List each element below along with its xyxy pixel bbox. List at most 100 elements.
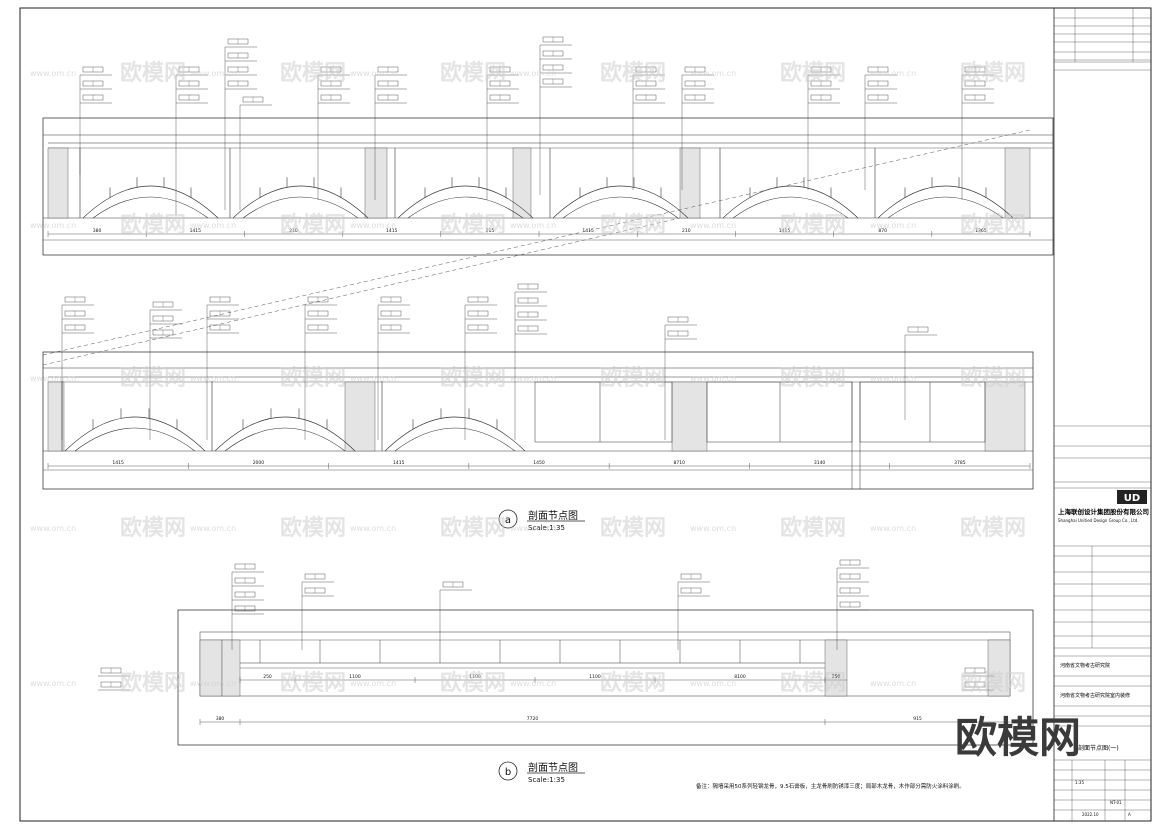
caption-b-letter: b xyxy=(505,767,511,778)
arch-group xyxy=(79,148,1014,219)
sheet-border xyxy=(19,7,1152,822)
watermark-url: www.om.cn xyxy=(510,69,556,78)
watermark-url: www.om.cn xyxy=(30,374,76,383)
watermark-brand: 欧模网 xyxy=(440,365,506,391)
watermark-url: www.om.cn xyxy=(350,524,396,533)
arch xyxy=(397,185,534,219)
dimension-value: 2000 xyxy=(253,460,265,466)
caption-a-scale: Scale:1:35 xyxy=(528,524,565,532)
dimension-value: 1415 xyxy=(393,460,405,466)
watermark-brand: 欧模网 xyxy=(960,60,1026,86)
watermark-brand: 欧模网 xyxy=(280,60,346,86)
watermark-brand: 欧模网 xyxy=(780,670,846,696)
watermark-brand: 欧模网 xyxy=(960,515,1026,541)
arch-inner xyxy=(74,427,196,452)
dimension-value: 1365 xyxy=(975,228,987,234)
dimension-value: 215 xyxy=(486,228,495,234)
watermark-url: www.om.cn xyxy=(510,679,556,688)
watermark-url: www.om.cn xyxy=(510,221,556,230)
dimension-value: 1415 xyxy=(190,228,202,234)
company-name-cn: 上海联创设计集团股份有限公司 xyxy=(1058,507,1149,516)
watermark-brand: 欧模网 xyxy=(120,515,186,541)
break-line xyxy=(42,129,1031,356)
arch-inner xyxy=(242,196,359,219)
dimension-value: 1415 xyxy=(779,228,791,234)
watermark-url: www.om.cn xyxy=(870,679,916,688)
watermark-brand: 欧模网 xyxy=(280,670,346,696)
dimension-value: 1100 xyxy=(589,674,601,680)
watermark-url: www.om.cn xyxy=(510,374,556,383)
watermark-url: www.om.cn xyxy=(870,221,916,230)
watermark-brand: 欧模网 xyxy=(440,212,506,238)
watermark-brand: 欧模网 xyxy=(280,515,346,541)
watermark-url: www.om.cn xyxy=(30,221,76,230)
break-line xyxy=(42,217,681,366)
watermark-url: www.om.cn xyxy=(690,374,736,383)
company-name-en: Shanghai Unitied Design Group Co., Ltd. xyxy=(1058,518,1139,523)
dimension-value: 250 xyxy=(832,674,841,680)
leader-labels xyxy=(79,36,994,215)
watermark-brand: 欧模网 xyxy=(440,670,506,696)
tb-rev: A xyxy=(1128,812,1131,817)
watermark-url: www.om.cn xyxy=(870,69,916,78)
arch-inner xyxy=(92,196,209,219)
arch-inner xyxy=(562,196,679,219)
watermark-url: www.om.cn xyxy=(350,679,396,688)
watermark-url: www.om.cn xyxy=(190,69,236,78)
watermark-url: www.om.cn xyxy=(190,221,236,230)
arch xyxy=(552,185,689,219)
arch xyxy=(877,185,1014,219)
arch xyxy=(232,185,369,219)
dimension-value: 3785 xyxy=(954,460,966,466)
watermark-url: www.om.cn xyxy=(690,221,736,230)
arch xyxy=(384,416,526,452)
watermark-brand: 欧模网 xyxy=(780,212,846,238)
dimension-value: 870 xyxy=(878,228,887,234)
watermark-url: www.om.cn xyxy=(30,69,76,78)
watermark-large: 欧模网 xyxy=(955,713,1081,762)
general-note: 备注：隔墙采用50系列轻钢龙骨，9.5石膏板，主龙骨刷防锈漆三度；局部木龙骨，木… xyxy=(696,782,965,790)
caption-b-scale: Scale:1:35 xyxy=(528,776,565,784)
sheet-name: 剖面节点图(一) xyxy=(1078,744,1119,752)
leader-labels xyxy=(98,559,994,691)
watermark-brand: 欧模网 xyxy=(440,60,506,86)
wall-hatch xyxy=(47,147,1031,219)
watermark-url: www.om.cn xyxy=(350,374,396,383)
watermark-brand: 欧模网 xyxy=(960,212,1026,238)
watermark-brand: 欧模网 xyxy=(600,670,666,696)
dimension-value: 1415 xyxy=(582,228,594,234)
caption-a-letter: a xyxy=(505,515,511,526)
watermark-brand: 欧模网 xyxy=(960,365,1026,391)
watermark-brand: 欧模网 xyxy=(780,365,846,391)
dimension-value: 8710 xyxy=(674,460,686,466)
tb-date: 2022.10 xyxy=(1082,812,1099,817)
dimension-value: 8100 xyxy=(734,674,746,680)
watermark-brand: 欧模网 xyxy=(780,60,846,86)
dimension-value: 250 xyxy=(263,674,272,680)
watermark-url: www.om.cn xyxy=(510,524,556,533)
caption-b: b 剖面节点图 Scale:1:35 xyxy=(498,761,585,784)
watermark-brand: 欧模网 xyxy=(780,515,846,541)
arch-inner xyxy=(394,427,516,452)
watermark-brand: 欧模网 xyxy=(120,60,186,86)
watermark-brand: 欧模网 xyxy=(120,365,186,391)
watermark-brand: 欧模网 xyxy=(600,212,666,238)
arch-inner xyxy=(407,196,524,219)
project-name: 河南省文物考古研究院 xyxy=(1060,662,1110,669)
watermark-url: www.om.cn xyxy=(690,524,736,533)
drawing-name: 河南省文物考古研究院室内装修 xyxy=(1060,692,1130,699)
watermark-brand: 欧模网 xyxy=(960,670,1026,696)
watermark-brand: 欧模网 xyxy=(280,212,346,238)
arch xyxy=(722,185,859,219)
dimension-value: 210 xyxy=(289,228,298,234)
tb-sheet-no: NT-01 xyxy=(1110,800,1122,805)
watermark-brand: 欧模网 xyxy=(120,670,186,696)
company-logo-box xyxy=(1117,490,1147,504)
watermark-url: www.om.cn xyxy=(350,221,396,230)
watermark-url: www.om.cn xyxy=(190,679,236,688)
dimension-value: 1415 xyxy=(112,460,124,466)
